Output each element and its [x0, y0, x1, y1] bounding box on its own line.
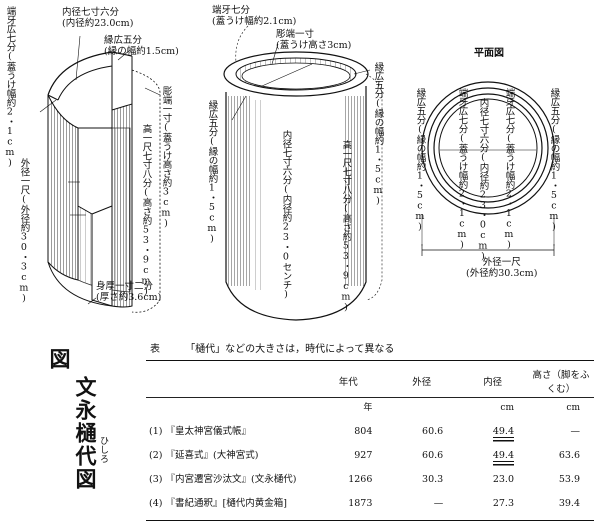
fig1-height-label: 高一尺七寸八分(高さ約53・9cm)	[140, 124, 152, 297]
table-header-height: 高さ（脚をふくむ）	[528, 365, 594, 398]
row1-source: (1) 『皇太神宮儀式帳』	[149, 425, 252, 437]
figure-zu-label: 図	[47, 348, 72, 371]
figure-title: 文永樋代図	[73, 376, 98, 491]
row4-height: 39.4	[558, 498, 580, 509]
unit-height: cm	[566, 403, 580, 413]
table-header-source	[146, 365, 310, 398]
plan-rim-left-label: 縁広五分(縁の幅約1・5cm)	[414, 88, 426, 232]
row1-inner: 49.4	[492, 426, 514, 438]
table-header-outer: 外径	[386, 365, 458, 398]
plan-inner-label: 内径七寸六分(内径約23・0cm)	[477, 98, 489, 262]
fig2-carve: 彫端一寸 (蓋うけ高さ3cm)	[276, 29, 352, 51]
row4-inner: 27.3	[492, 498, 514, 509]
table-caption: 表 「樋代」などの大きさは，時代によって異なる	[150, 344, 395, 355]
fig2-rim-left-label: 縁広五分(縁の幅約1・5cm)	[206, 100, 218, 244]
table-units-row: 年 cm cm	[146, 398, 594, 415]
drawings	[39, 25, 555, 321]
table-header-inner: 内径	[457, 365, 528, 398]
fig2-rim-right-label: 縁広五分(縁の幅約1・5cm)	[372, 62, 384, 206]
table-row: (2) 『延喜式』(大神宮式) 927 60.6 49.4 63.6	[146, 438, 594, 462]
table-bottom-rule	[146, 520, 594, 521]
row3-year: 1266	[348, 474, 373, 485]
row3-height: 53.9	[558, 474, 580, 485]
fig2-height-label: 高一尺七寸八分(高さ約53・9cm)	[340, 140, 352, 313]
row4-source: (4) 『書紀通釈』[樋代内黄金箱]	[149, 497, 287, 509]
row2-year: 927	[354, 450, 373, 461]
row4-year: 1873	[348, 498, 373, 509]
fig2-inner-label: 内径七寸六分(内径約23・0センチ)	[280, 130, 292, 300]
table-top-rule	[146, 360, 594, 361]
plan-title: 平面図	[474, 48, 504, 59]
cutaway-vessel-drawing	[39, 35, 161, 313]
fig1-carve-label: 彫端一寸(蓋うけ高さ約3cm)	[160, 86, 172, 229]
row2-height: 63.6	[558, 450, 580, 461]
row3-outer: 30.3	[422, 474, 444, 485]
table-row: (1) 『皇太神宮儀式帳』 804 60.6 49.4 —	[146, 414, 594, 438]
fig1-inner-diameter: 内径七寸六分 (内径約23.0cm)	[62, 7, 134, 29]
row1-year: 804	[354, 426, 373, 437]
fig1-rim-width: 縁広五分 (縁の幅約1.5cm)	[104, 35, 179, 57]
plan-view-drawing	[421, 81, 555, 256]
plan-rim-right-label: 縁広五分(縁の幅約1・5cm)	[548, 88, 560, 232]
table-row: (4) 『書紀通釈』[樋代内黄金箱] 1873 — 27.3 39.4	[146, 486, 594, 510]
size-table: 年代 外径 内径 高さ（脚をふくむ） 年 cm cm (1) 『皇太神宮儀式帳』…	[146, 365, 594, 510]
row2-outer: 60.6	[422, 450, 444, 461]
full-vessel-drawing	[223, 25, 383, 321]
plan-outer: 外径一尺 (外径約30.3cm)	[466, 257, 538, 279]
row3-source: (3) 『内宮遷宮沙汰文』(文永樋代)	[149, 473, 297, 485]
row1-height: —	[570, 426, 581, 437]
fig1-outer-label: 外径一尺(外径約30・3cm)	[18, 158, 30, 304]
fig1-lid-width-label: 端牙広七分(蓋うけ幅約2・1cm)	[4, 6, 16, 168]
unit-year: 年	[363, 403, 373, 413]
row4-outer: —	[433, 498, 444, 509]
unit-inner: cm	[500, 403, 514, 413]
table-header-year: 年代	[310, 365, 387, 398]
plan-lid-right-label: 端牙広七分(蓋うけ幅約2・1cm)	[503, 88, 515, 250]
fig1-thickness: 身厚一寸二分 (厚さ約3.6cm)	[96, 281, 162, 303]
plan-lid-left-label: 端牙広七分(蓋うけ幅約2・1cm)	[456, 88, 468, 250]
row2-source: (2) 『延喜式』(大神宮式)	[149, 449, 259, 461]
row1-outer: 60.6	[422, 426, 444, 437]
table-header-row: 年代 外径 内径 高さ（脚をふくむ）	[146, 365, 594, 398]
row3-inner: 23.0	[492, 474, 514, 485]
figure-title-ruby: ひしろ	[98, 436, 108, 463]
fig2-lid-width: 端牙七分 (蓋うけ幅約2.1cm)	[212, 5, 297, 27]
table-row: (3) 『内宮遷宮沙汰文』(文永樋代) 1266 30.3 23.0 53.9	[146, 462, 594, 486]
row2-inner: 49.4	[492, 450, 514, 462]
